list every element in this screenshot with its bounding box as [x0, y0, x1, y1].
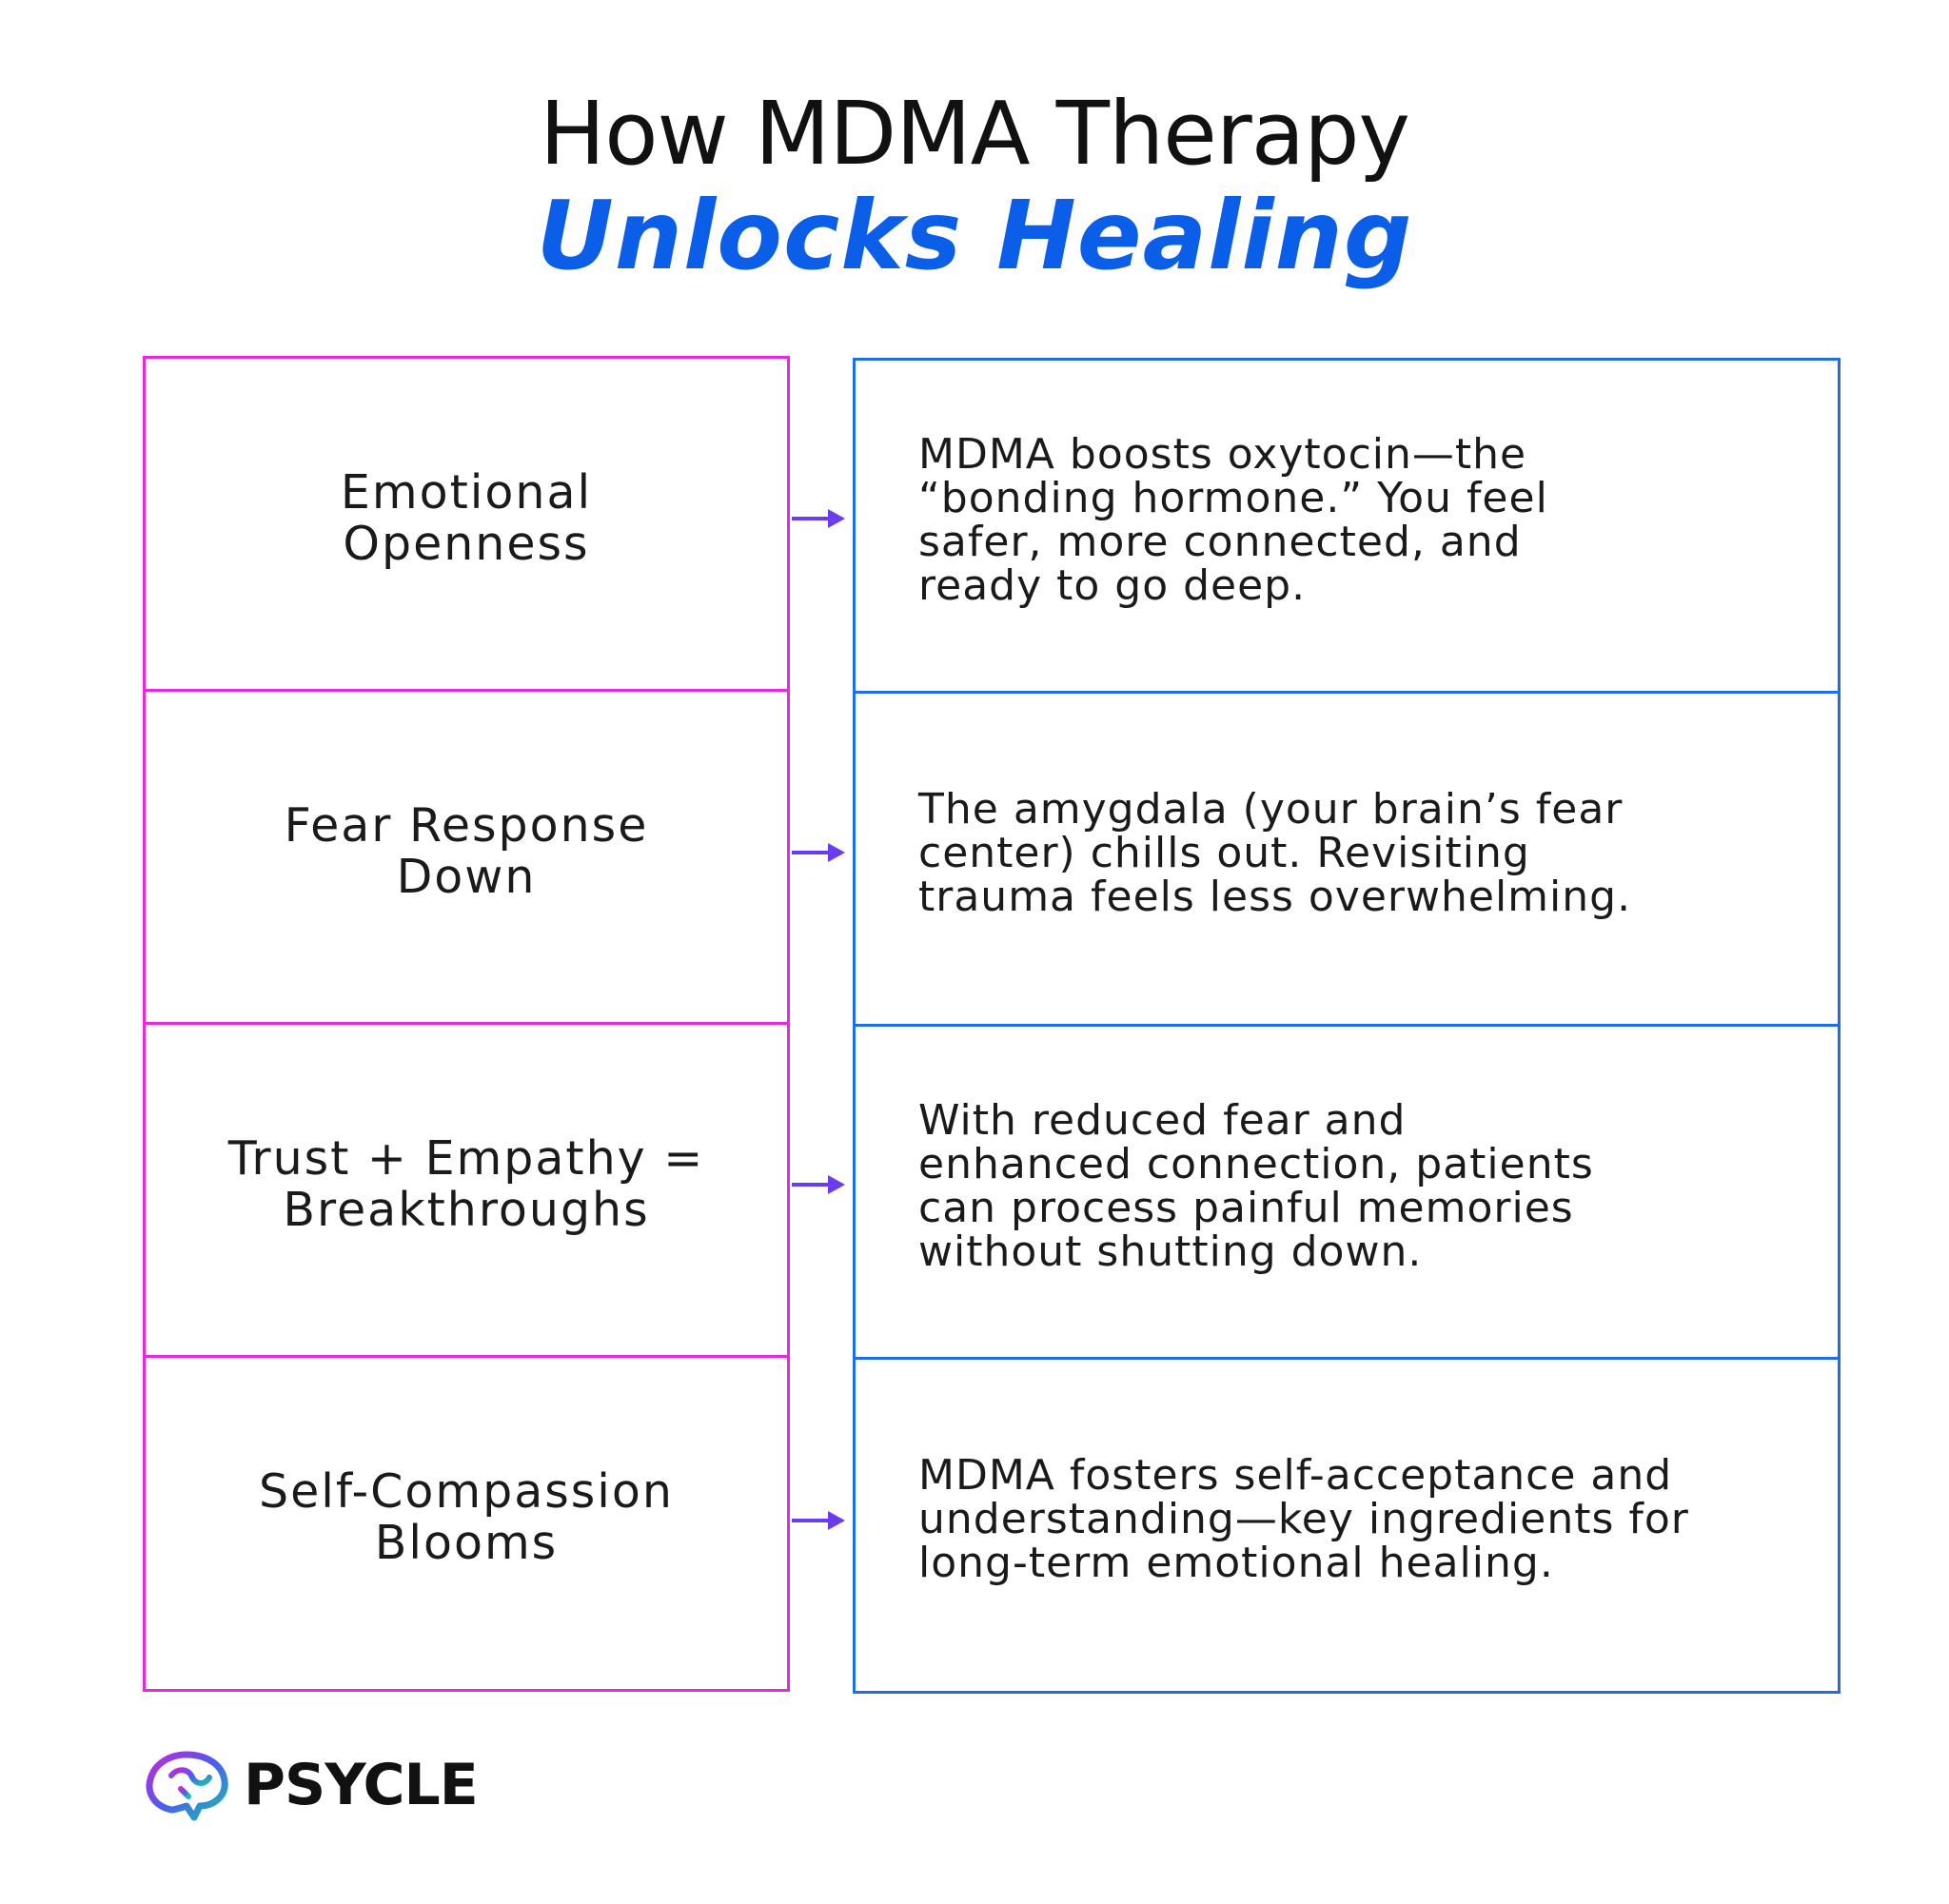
concept-box-emotional-openness: Emotional Openness — [143, 356, 790, 693]
concept-label: Self-Compassion Blooms — [259, 1464, 674, 1570]
concept-label: Trust + Empathy = Breakthroughs — [227, 1131, 705, 1237]
description-box-emotional-openness: MDMA boosts oxytocin—the “bonding hormon… — [853, 358, 1841, 695]
concept-label: Emotional Openness — [340, 465, 593, 571]
description-text: MDMA fosters self-acceptance and underst… — [918, 1451, 1689, 1587]
arrow-right-icon — [792, 1511, 845, 1530]
arrow-right-icon — [792, 509, 845, 528]
page-subtitle: Unlocks Healing — [536, 180, 1413, 291]
description-box-self-compassion: MDMA fosters self-acceptance and underst… — [853, 1357, 1841, 1694]
brand-logo: PSYCLE — [143, 1747, 479, 1823]
description-text: The amygdala (your brain’s fear center) … — [918, 785, 1632, 921]
description-box-fear-response: The amygdala (your brain’s fear center) … — [853, 691, 1841, 1028]
description-box-trust-empathy: With reduced fear and enhanced connectio… — [853, 1024, 1841, 1361]
concept-box-self-compassion: Self-Compassion Blooms — [143, 1355, 790, 1692]
brand-name: PSYCLE — [244, 1752, 479, 1818]
arrow-right-icon — [792, 1175, 845, 1194]
arrow-right-icon — [792, 843, 845, 862]
description-text: MDMA boosts oxytocin—the “bonding hormon… — [918, 430, 1548, 610]
description-text: With reduced fear and enhanced connectio… — [918, 1096, 1594, 1276]
brain-logo-icon — [146, 1751, 228, 1821]
concept-box-trust-empathy: Trust + Empathy = Breakthroughs — [143, 1022, 790, 1359]
concept-column: Emotional Openness Fear Response Down Tr… — [143, 356, 790, 1692]
concept-box-fear-response: Fear Response Down — [143, 689, 790, 1026]
page-title: How MDMA Therapy — [540, 83, 1410, 185]
concept-label: Fear Response Down — [284, 798, 649, 904]
description-column: MDMA boosts oxytocin—the “bonding hormon… — [853, 358, 1841, 1694]
